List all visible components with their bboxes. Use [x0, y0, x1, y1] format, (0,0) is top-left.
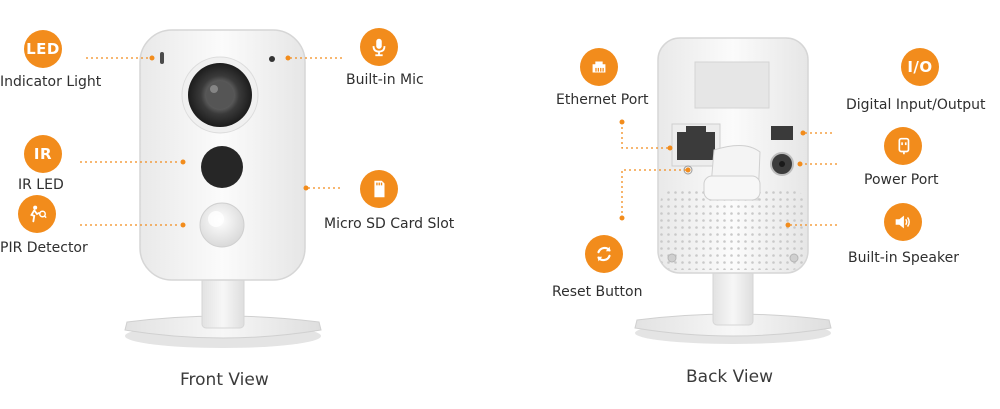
motion-person-icon — [18, 195, 56, 233]
led-badge: LED — [24, 30, 62, 68]
label-ethernet-port: Ethernet Port — [556, 92, 649, 108]
back-camera — [634, 37, 832, 344]
label-built-in-mic: Built-in Mic — [346, 72, 424, 88]
front-camera — [124, 29, 322, 348]
label-pir-detector: PIR Detector — [0, 240, 88, 256]
ir-badge: IR — [24, 135, 62, 173]
label-digital-io: Digital Input/Output — [846, 97, 986, 113]
microphone-icon — [360, 28, 398, 66]
power-plug-icon — [884, 127, 922, 165]
front-view-caption: Front View — [180, 370, 269, 390]
label-ir-led: IR LED — [18, 177, 64, 193]
speaker-icon — [884, 203, 922, 241]
io-badge: I/O — [901, 48, 939, 86]
ethernet-icon — [580, 48, 618, 86]
back-view-caption: Back View — [686, 367, 774, 387]
label-indicator-light: Indicator Light — [0, 74, 102, 90]
reset-icon — [585, 235, 623, 273]
leader-lines — [80, 57, 840, 226]
label-reset-button: Reset Button — [552, 284, 643, 300]
label-micro-sd-slot: Micro SD Card Slot — [324, 216, 455, 232]
sd-card-icon — [360, 170, 398, 208]
label-power-port: Power Port — [864, 172, 939, 188]
leader-endpoints — [149, 55, 806, 228]
label-built-in-speaker: Built-in Speaker — [848, 250, 959, 266]
